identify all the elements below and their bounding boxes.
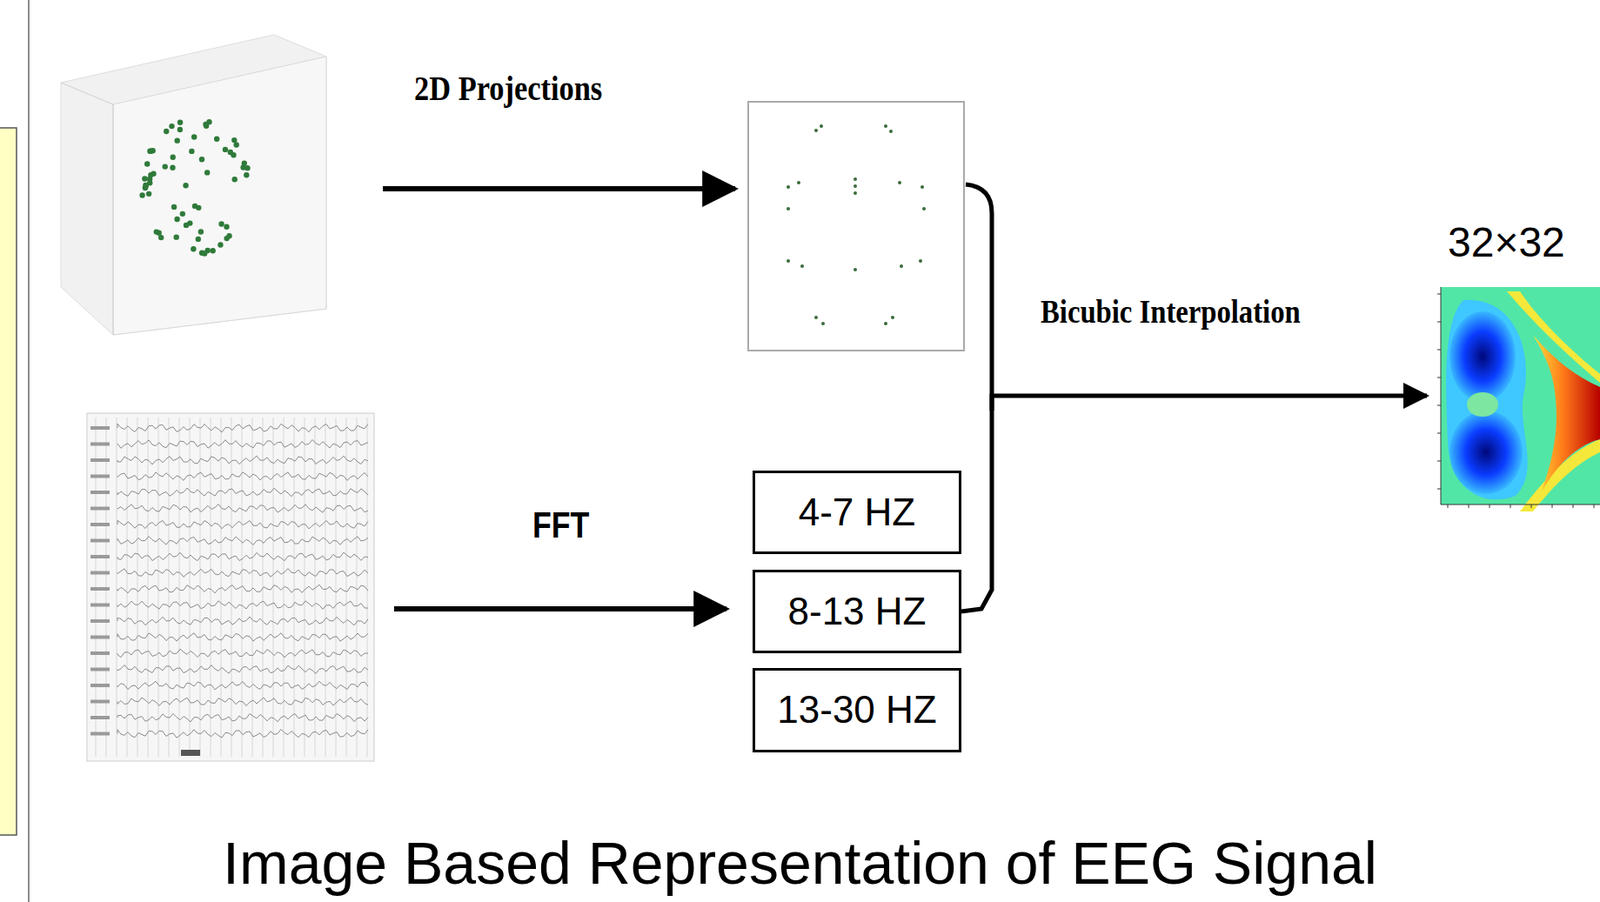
band-label: 4-7 HZ xyxy=(798,491,916,534)
electrode-cube xyxy=(60,34,327,335)
heatmap-image: 32×32 xyxy=(1428,217,1600,531)
interpolation-arrow xyxy=(961,395,1427,612)
band-label: 13-30 HZ xyxy=(776,689,937,731)
bracket xyxy=(965,184,992,411)
fft-arrow xyxy=(394,606,727,612)
arrow-label: FFT xyxy=(532,504,590,547)
heatmap-picture xyxy=(1428,287,1600,531)
band-box: 4-7 HZ xyxy=(752,470,962,555)
caption: Image Based Representation of EEG Signal xyxy=(0,828,1600,898)
edge-label: Bicubic Interpolation xyxy=(1040,292,1301,331)
projection-arrow xyxy=(382,186,736,192)
band-box: 8-13 HZ xyxy=(752,569,962,654)
eeg-recording xyxy=(87,413,375,762)
band-label: 8-13 HZ xyxy=(788,590,927,633)
divider-line xyxy=(27,0,30,902)
arrow-label: 2D Projections xyxy=(414,67,603,109)
projection-plot xyxy=(748,101,965,351)
band-box: 13-30 HZ xyxy=(752,668,962,753)
side-panel xyxy=(0,127,17,836)
size-heading: 32×32 xyxy=(1428,217,1600,268)
